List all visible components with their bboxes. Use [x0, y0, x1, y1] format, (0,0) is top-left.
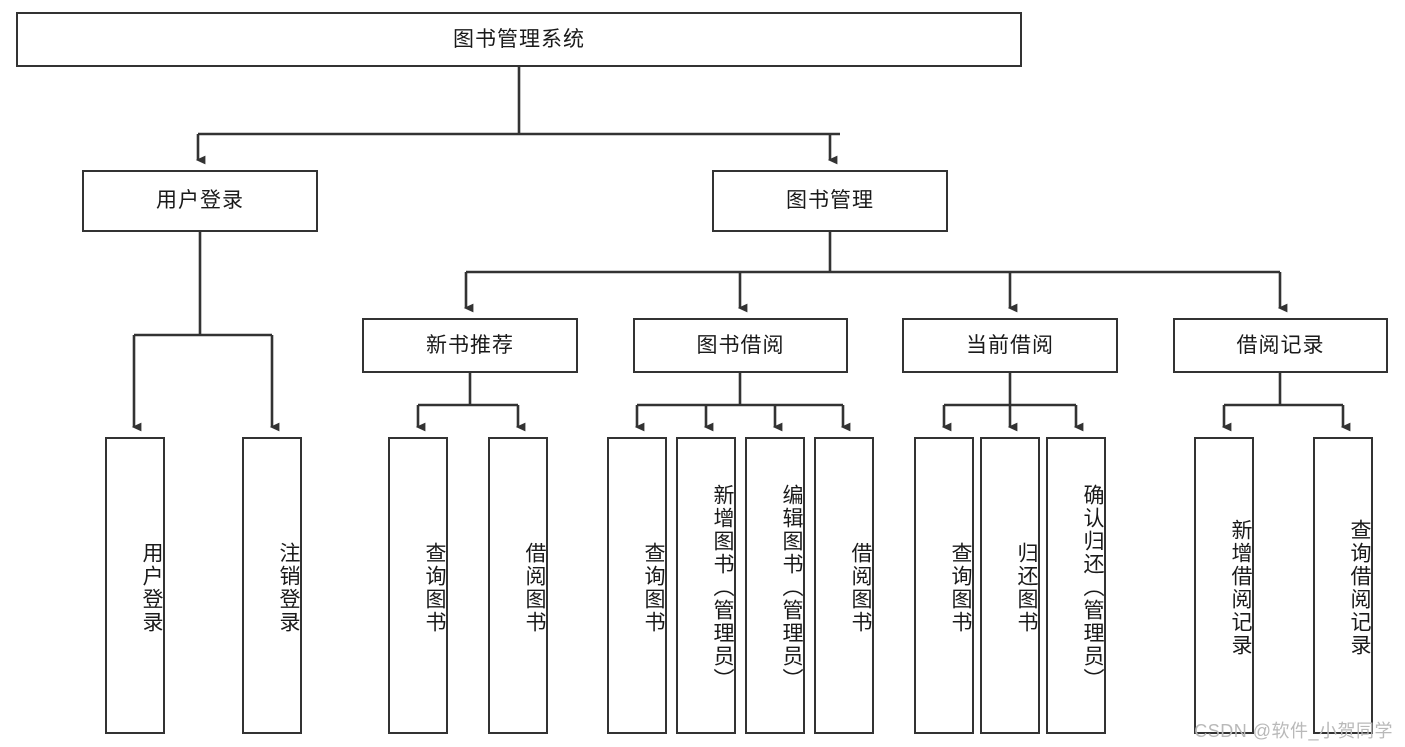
leaf-user-login[interactable]: 用户登录 — [105, 437, 165, 734]
node-label: 用户登录 — [140, 541, 163, 634]
node-label: 图书管理 — [786, 189, 874, 213]
node-label: 注销登录 — [277, 541, 300, 634]
node-label: 图书借阅 — [696, 333, 785, 357]
node-label: 查询图书 — [423, 541, 446, 634]
node-label: 图书管理系统 — [453, 27, 585, 51]
leaf-borrow-book[interactable]: 借阅图书 — [814, 437, 874, 734]
leaf-query-book-recommend[interactable]: 查询图书 — [388, 437, 448, 734]
leaf-query-borrow-record[interactable]: 查询借阅记录 — [1313, 437, 1373, 734]
node-book-management[interactable]: 图书管理 — [712, 170, 948, 232]
node-label: 借阅图书 — [523, 541, 546, 634]
node-label: 确认归还（管理员） — [1081, 484, 1104, 691]
node-label: 归还图书 — [1015, 541, 1038, 634]
node-label: 编辑图书（管理员） — [780, 484, 803, 691]
node-book-borrow[interactable]: 图书借阅 — [633, 318, 848, 373]
leaf-confirm-return-admin[interactable]: 确认归还（管理员） — [1046, 437, 1106, 734]
node-label: 新增借阅记录 — [1229, 518, 1252, 657]
leaf-query-book-borrow[interactable]: 查询图书 — [607, 437, 667, 734]
node-label: 新增图书（管理员） — [711, 484, 734, 691]
leaf-return-book[interactable]: 归还图书 — [980, 437, 1040, 734]
node-label: 用户登录 — [156, 189, 244, 213]
leaf-borrow-book-recommend[interactable]: 借阅图书 — [488, 437, 548, 734]
node-borrow-record[interactable]: 借阅记录 — [1173, 318, 1388, 373]
leaf-query-book-current[interactable]: 查询图书 — [914, 437, 974, 734]
node-root-system[interactable]: 图书管理系统 — [16, 12, 1022, 67]
node-new-book-recommend[interactable]: 新书推荐 — [362, 318, 578, 373]
leaf-add-borrow-record[interactable]: 新增借阅记录 — [1194, 437, 1254, 734]
node-label: 查询图书 — [949, 541, 972, 634]
leaf-logout[interactable]: 注销登录 — [242, 437, 302, 734]
node-label: 查询图书 — [642, 541, 665, 634]
node-label: 借阅记录 — [1236, 333, 1325, 357]
node-label: 借阅图书 — [849, 541, 872, 634]
node-label: 查询借阅记录 — [1348, 518, 1371, 657]
leaf-edit-book-admin[interactable]: 编辑图书（管理员） — [745, 437, 805, 734]
watermark: CSDN @软件_小贺同学 — [1194, 721, 1393, 741]
node-user-login[interactable]: 用户登录 — [82, 170, 318, 232]
node-label: 新书推荐 — [426, 333, 514, 357]
leaf-add-book-admin[interactable]: 新增图书（管理员） — [676, 437, 736, 734]
node-label: 当前借阅 — [966, 333, 1054, 357]
node-current-borrow[interactable]: 当前借阅 — [902, 318, 1118, 373]
